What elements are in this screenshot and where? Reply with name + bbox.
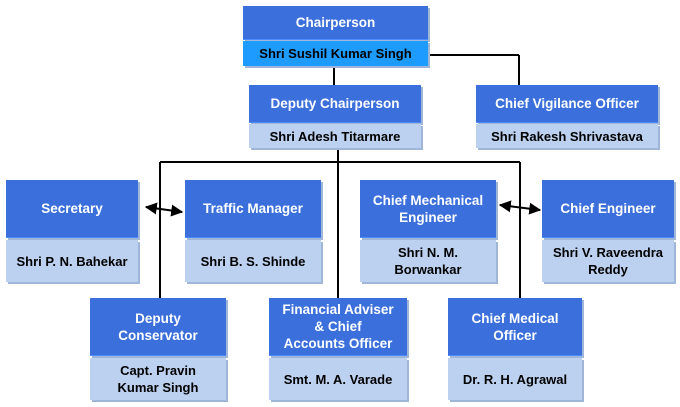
deputy-chairperson-name: Shri Adesh Titarmare (249, 124, 421, 148)
chief-vigilance-officer-title: Chief Vigilance Officer (476, 85, 658, 123)
financial-adviser-title: Financial Adviser & Chief Accounts Offic… (269, 298, 407, 356)
chairperson-title: Chairperson (243, 6, 428, 40)
deputy-conservator-name: Capt. Pravin Kumar Singh (90, 358, 226, 400)
traffic-manager-title: Traffic Manager (185, 180, 321, 238)
chief-mechanical-engineer-name: Shri N. M. Borwankar (360, 240, 496, 282)
chief-engineer-name: Shri V. Raveendra Reddy (542, 240, 674, 282)
chairperson-name: Shri Sushil Kumar Singh (243, 41, 428, 66)
financial-adviser-name: Smt. M. A. Varade (269, 358, 407, 400)
secretary-title: Secretary (6, 180, 138, 238)
traffic-manager-name: Shri B. S. Shinde (185, 240, 321, 282)
chief-medical-officer-name: Dr. R. H. Agrawal (448, 358, 582, 400)
arrow-secretary-traffic (144, 202, 184, 217)
chief-medical-officer-title: Chief Medical Officer (448, 298, 582, 356)
secretary-name: Shri P. N. Bahekar (6, 240, 138, 282)
chief-vigilance-officer-name: Shri Rakesh Shrivastava (476, 124, 658, 148)
arrow-mechanical-engineer (498, 200, 542, 215)
chief-mechanical-engineer-title: Chief Mechanical Engineer (360, 180, 496, 238)
deputy-conservator-title: Deputy Conservator (90, 298, 226, 356)
deputy-chairperson-title: Deputy Chairperson (249, 85, 421, 123)
chief-engineer-title: Chief Engineer (542, 180, 674, 238)
